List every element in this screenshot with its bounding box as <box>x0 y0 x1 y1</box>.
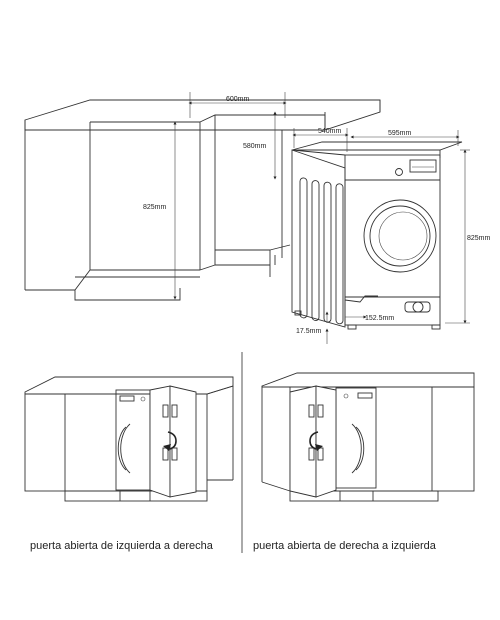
dim-foot-offset: 17.5mm <box>296 328 321 335</box>
dim-cabinet-height: 825mm <box>143 204 167 211</box>
left-door-diagram <box>24 376 234 502</box>
dim-cabinet-depth: 580mm <box>243 143 267 150</box>
dim-machine-height: 825mm <box>467 235 491 242</box>
cabinet-drawing <box>24 99 381 301</box>
right-door-diagram <box>261 372 475 502</box>
dim-rear-offset: 152.5mm <box>365 315 394 322</box>
caption-left-to-right: puerta abierta de izquierda a derecha <box>30 540 214 552</box>
dim-cabinet-width: 600mm <box>226 96 250 103</box>
caption-right-to-left: puerta abierta de derecha a izquierda <box>253 540 437 552</box>
machine-dimensions: 540mm 595mm 825mm 17.5mm 152.5mm <box>292 128 491 344</box>
dim-machine-width: 595mm <box>388 130 412 137</box>
dim-machine-depth: 540mm <box>318 128 342 135</box>
cabinet-dimensions: 600mm 580mm 825mm <box>143 92 287 300</box>
washing-machine-drawing <box>291 141 463 330</box>
